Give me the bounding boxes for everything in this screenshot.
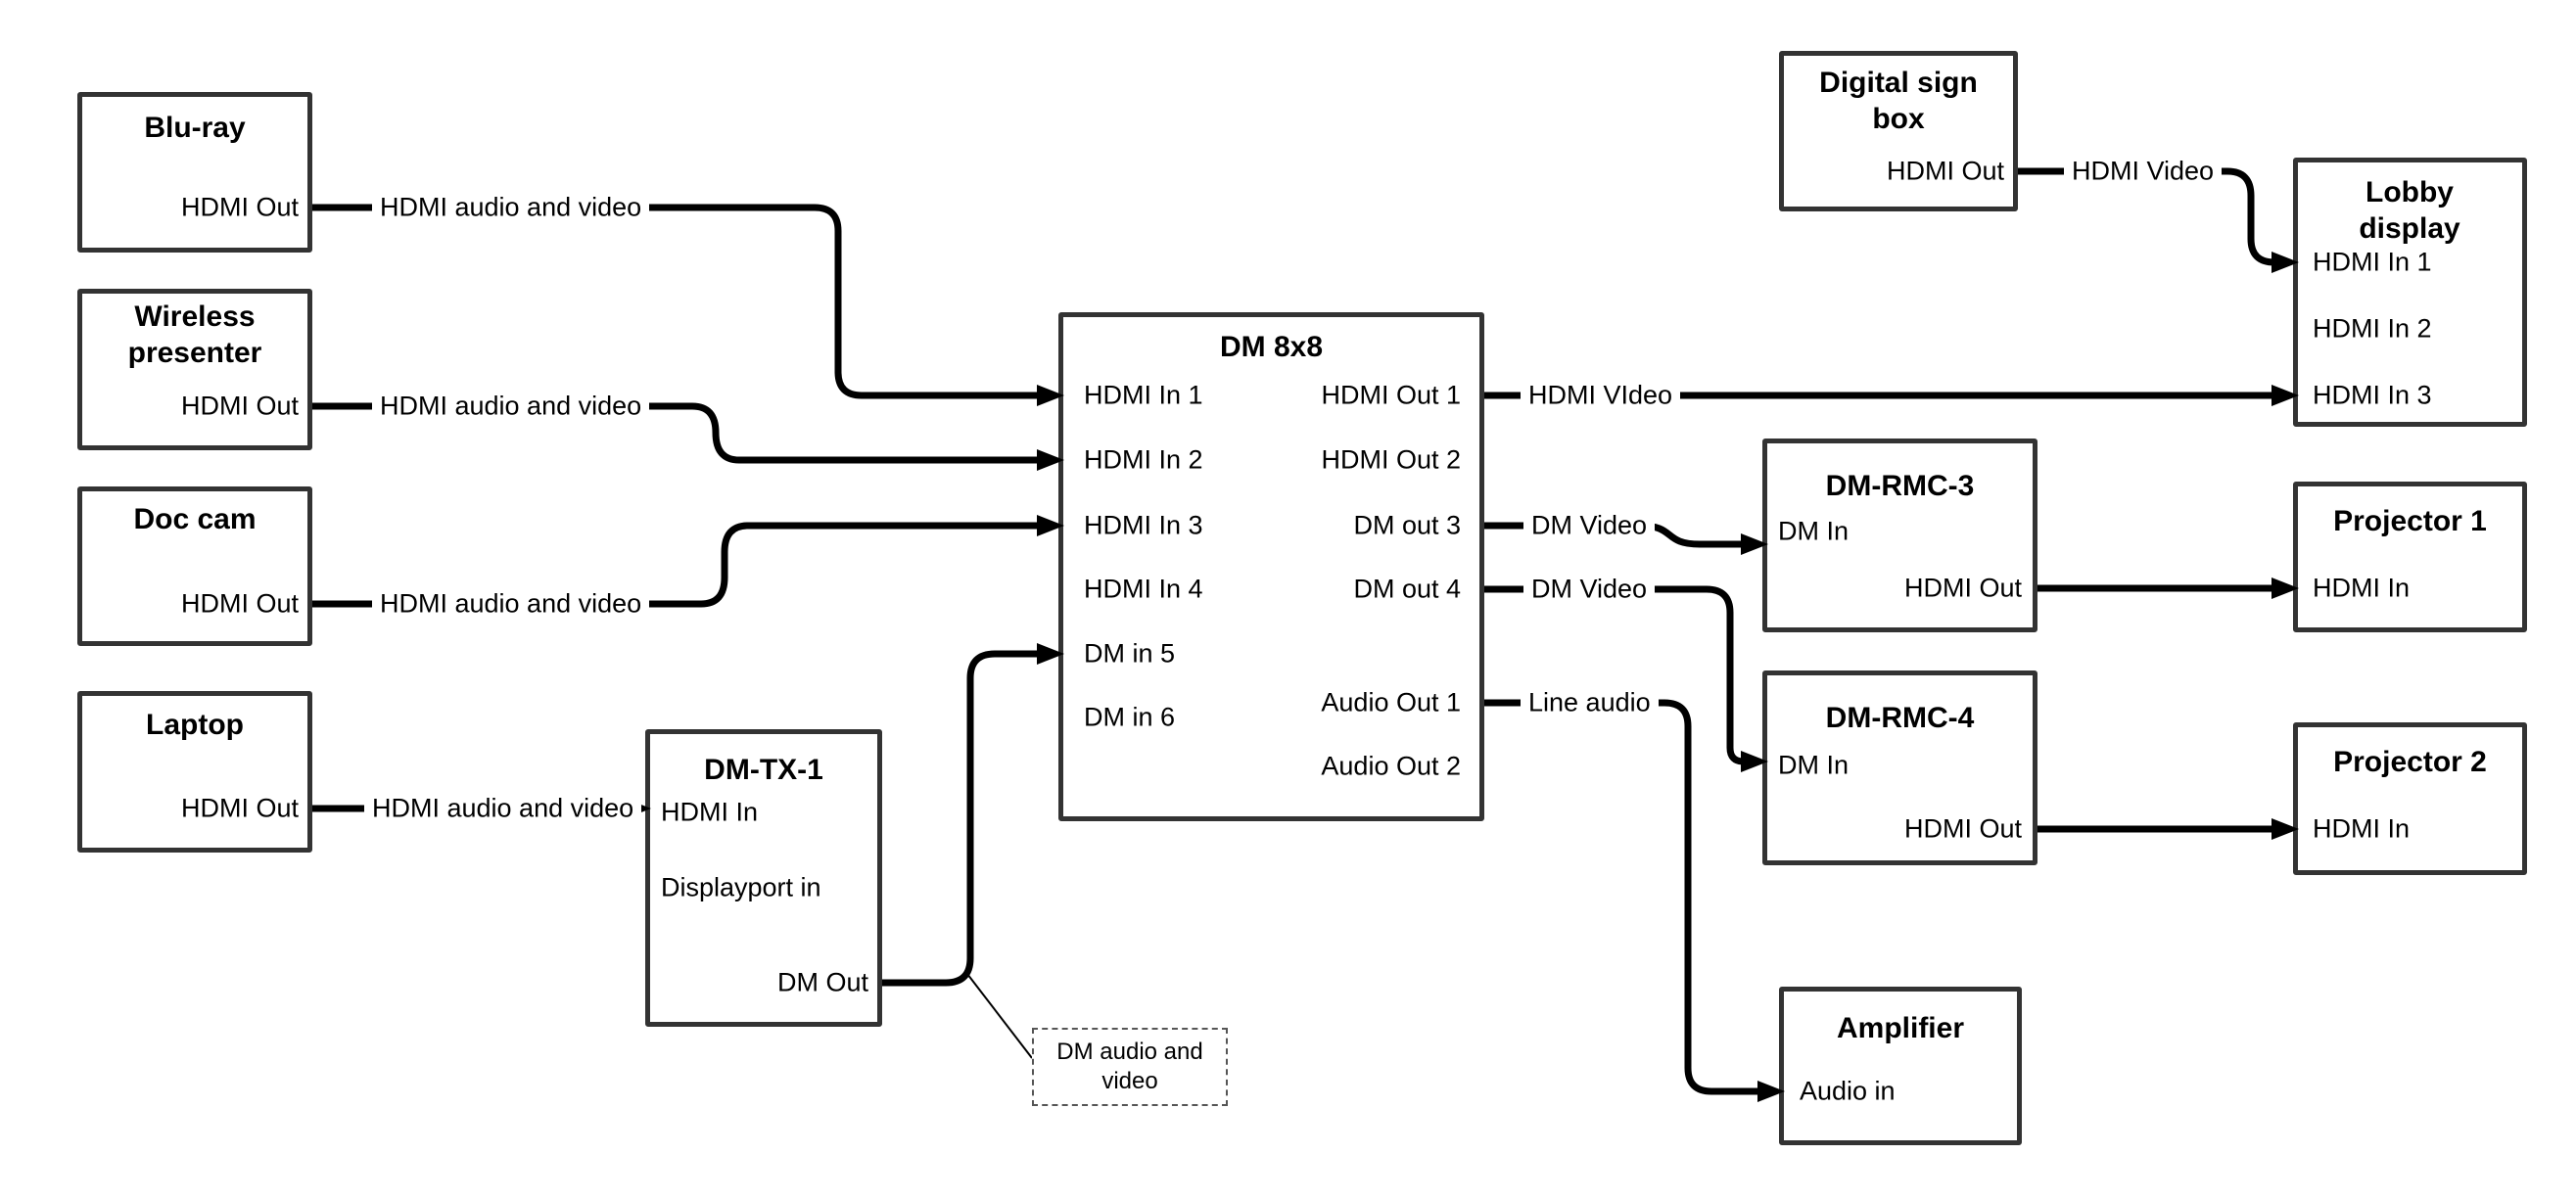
- node-wireless-presenter: [77, 289, 312, 450]
- node-title: DM-TX-1: [704, 754, 823, 786]
- wire-label-hdmi-audio-video-1: HDMI audio and video: [372, 190, 650, 225]
- node-title: DM 8x8: [1219, 331, 1324, 363]
- port-laptop-hdmi-out: HDMI Out: [180, 793, 299, 823]
- callout-leader-line: [966, 973, 1033, 1059]
- port-dmtx1-dm-out: DM Out: [776, 967, 868, 997]
- wire-label-hdmi-video: HDMI Video: [2064, 154, 2223, 189]
- port-rmc4-hdmi-out: HDMI Out: [1903, 813, 2022, 844]
- node-projector-1: [2293, 482, 2527, 632]
- callout-dm-audio-and-video: DM audio and video: [1032, 1028, 1228, 1106]
- node-title: DM-RMC-4: [1825, 702, 1975, 734]
- port-dm8x8-hdmi-in-4: HDMI In 4: [1084, 574, 1203, 604]
- port-amp-audio-in: Audio in: [1800, 1076, 1896, 1106]
- node-title: Amplifier: [1836, 1012, 1965, 1044]
- port-lobby-hdmi-in-3: HDMI In 3: [2313, 380, 2432, 410]
- port-dm8x8-hdmi-out-1: HDMI Out 1: [1321, 380, 1461, 410]
- node-projector-2: [2293, 722, 2527, 875]
- node-lobby-display: [2293, 158, 2527, 427]
- node-amplifier: [1779, 987, 2022, 1145]
- wire-bluray-to-dm8x8-in1: [312, 204, 1064, 406]
- node-dm-8x8: [1058, 312, 1484, 821]
- port-digsign-hdmi-out: HDMI Out: [1886, 156, 2004, 186]
- port-dm8x8-hdmi-in-2: HDMI In 2: [1084, 444, 1203, 475]
- port-bluray-hdmi-out: HDMI Out: [180, 192, 299, 222]
- wire-dmtx1-to-dm8x8-in5: [882, 643, 1064, 987]
- node-doc-cam: [77, 486, 312, 646]
- port-lobby-hdmi-in-1: HDMI In 1: [2313, 247, 2432, 277]
- wire-label-dm-video-2: DM Video: [1523, 572, 1656, 607]
- port-rmc3-hdmi-out: HDMI Out: [1903, 573, 2022, 603]
- wire-label-hdmi-audio-video-3: HDMI audio and video: [372, 586, 650, 622]
- node-dm-rmc-4: [1762, 670, 2037, 865]
- node-title: Digital sign box: [1819, 67, 1978, 135]
- port-dm8x8-hdmi-in-3: HDMI In 3: [1084, 510, 1203, 540]
- port-dm8x8-hdmi-in-1: HDMI In 1: [1084, 380, 1203, 410]
- wire-label-dm-video-1: DM Video: [1523, 508, 1656, 543]
- port-lobby-hdmi-in-2: HDMI In 2: [2313, 313, 2432, 344]
- node-title: Laptop: [146, 709, 244, 741]
- node-title: Wireless presenter: [127, 300, 262, 369]
- node-title: Lobby display: [2359, 176, 2460, 245]
- node-title: DM-RMC-3: [1825, 470, 1975, 502]
- node-title: Doc cam: [133, 503, 257, 535]
- port-dm8x8-dm-in-6: DM in 6: [1084, 702, 1176, 732]
- wire-label-hdmi-audio-video-2: HDMI audio and video: [372, 389, 650, 424]
- wire-dm8x8-out4-to-rmc4: [1484, 585, 1768, 772]
- node-digital-sign-box: [1779, 51, 2018, 211]
- port-dm8x8-audio-out-1: Audio Out 1: [1321, 687, 1461, 717]
- port-proj2-hdmi-in: HDMI In: [2313, 813, 2411, 844]
- wire-label-hdmi-audio-video-4: HDMI audio and video: [364, 791, 642, 826]
- node-bluray: [77, 92, 312, 253]
- node-dm-tx-1: [645, 729, 882, 1027]
- port-doccam-hdmi-out: HDMI Out: [180, 588, 299, 619]
- port-proj1-hdmi-in: HDMI In: [2313, 573, 2411, 603]
- port-rmc3-dm-in: DM In: [1778, 516, 1850, 546]
- port-dm8x8-dm-out-3: DM out 3: [1353, 510, 1461, 540]
- node-laptop: [77, 691, 312, 853]
- port-dm8x8-audio-out-2: Audio Out 2: [1321, 751, 1461, 781]
- port-dm8x8-dm-in-5: DM in 5: [1084, 638, 1176, 669]
- node-title: Blu-ray: [144, 112, 246, 144]
- port-wireless-hdmi-out: HDMI Out: [180, 391, 299, 421]
- wire-label-line-audio: Line audio: [1521, 685, 1659, 720]
- port-rmc4-dm-in: DM In: [1778, 750, 1850, 780]
- port-dm8x8-hdmi-out-2: HDMI Out 2: [1321, 444, 1461, 475]
- port-dmtx1-hdmi-in: HDMI In: [661, 797, 759, 827]
- node-title: Projector 2: [2333, 746, 2487, 778]
- port-dm8x8-dm-out-4: DM out 4: [1353, 574, 1461, 604]
- port-dmtx1-displayport-in: Displayport in: [661, 872, 821, 902]
- wire-dm8x8-aout1-to-amp: [1484, 699, 1785, 1102]
- wire-label-hdmi-video-out1: HDMI VIdeo: [1521, 378, 1681, 413]
- node-title: Projector 1: [2333, 505, 2487, 537]
